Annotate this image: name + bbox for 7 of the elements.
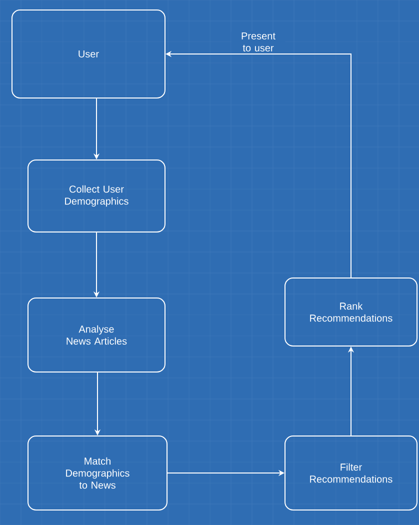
process-box: User — [12, 10, 166, 98]
process-box: Rank Recommendations — [284, 278, 418, 346]
process-box: Filter Recommendations — [284, 436, 418, 510]
process-box: Collect User Demographics — [28, 160, 166, 232]
process-box: Analyse News Articles — [28, 298, 166, 372]
edge-label: Present to user — [231, 32, 286, 52]
process-box: Match Demographics to News — [28, 436, 168, 510]
